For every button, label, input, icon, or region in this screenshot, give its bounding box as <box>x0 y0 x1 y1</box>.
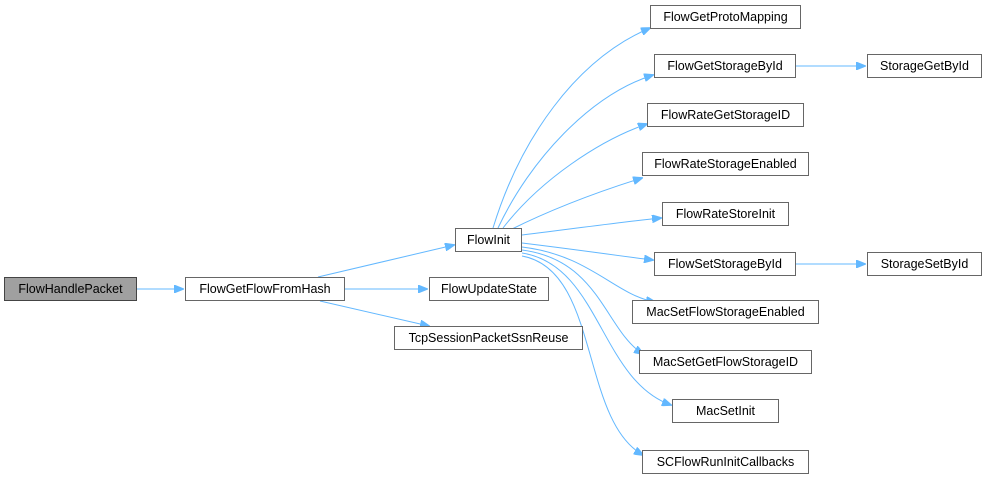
node-macsetgetflowstorageid[interactable]: MacSetGetFlowStorageID <box>639 350 812 374</box>
node-flowinit[interactable]: FlowInit <box>455 228 522 252</box>
node-flowupdatestate[interactable]: FlowUpdateState <box>429 277 549 301</box>
node-storagesetbyid[interactable]: StorageSetById <box>867 252 982 276</box>
node-macsetinit[interactable]: MacSetInit <box>672 399 779 423</box>
node-flowgetprotomapping[interactable]: FlowGetProtoMapping <box>650 5 801 29</box>
node-flowgetflowfromhash[interactable]: FlowGetFlowFromHash <box>185 277 345 301</box>
node-flowhandlepacket: FlowHandlePacket <box>4 277 137 301</box>
node-macsetflowstorageenabled[interactable]: MacSetFlowStorageEnabled <box>632 300 819 324</box>
node-flowgetstoragebyid[interactable]: FlowGetStorageById <box>654 54 796 78</box>
node-flowsetstoragebyid[interactable]: FlowSetStorageById <box>654 252 796 276</box>
node-flowrategetstorageid[interactable]: FlowRateGetStorageID <box>647 103 804 127</box>
edge-flowinit-flowgetprotomapping <box>492 28 650 229</box>
node-tcpsessionpacketssnreuse[interactable]: TcpSessionPacketSsnReuse <box>394 326 583 350</box>
edge-flowinit-flowrategetstorageid <box>502 124 647 229</box>
edge-flowinit-flowratestorageenabled <box>509 178 642 231</box>
edge-flowinit-macsetinit <box>521 252 671 405</box>
edge-flowinit-macsetflowstorageenabled <box>521 246 655 302</box>
node-storagegetbyid[interactable]: StorageGetById <box>867 54 982 78</box>
edge-flowinit-flowsetstoragebyid <box>521 242 653 260</box>
node-flowratestorageenabled[interactable]: FlowRateStorageEnabled <box>642 152 809 176</box>
edge-flowgetflowfromhash-tcpsessionpacketssnreuse <box>319 300 429 326</box>
edge-flowinit-flowgetstoragebyid <box>497 75 653 229</box>
edge-flowinit-flowratestoreinit <box>521 218 661 236</box>
node-scflowruninitcallbacks[interactable]: SCFlowRunInitCallbacks <box>642 450 809 474</box>
edge-flowgetflowfromhash-flowinit <box>317 245 454 278</box>
edge-flowinit-scflowruninitcallbacks <box>521 255 643 455</box>
node-flowratestoreinit[interactable]: FlowRateStoreInit <box>662 202 789 226</box>
edge-flowinit-macsetgetflowstorageid <box>521 249 643 354</box>
